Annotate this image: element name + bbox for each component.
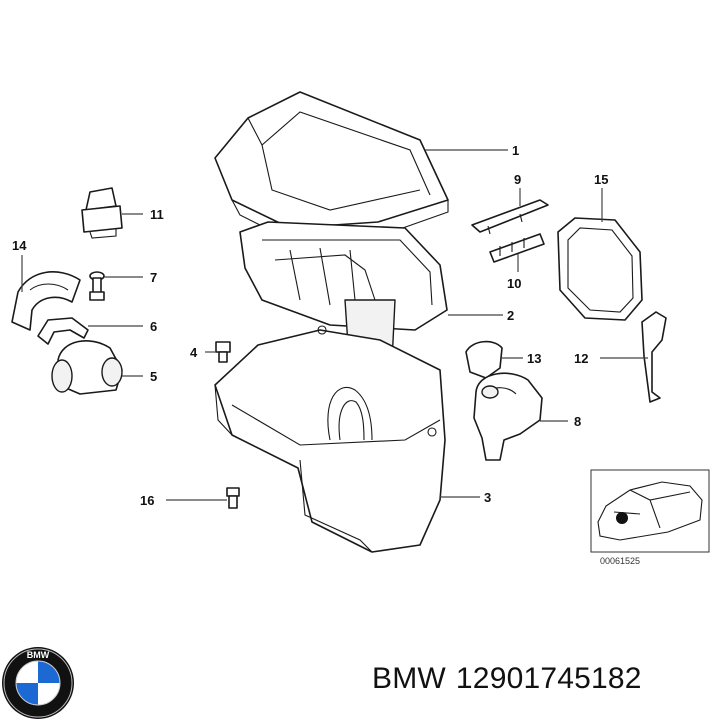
- part-15-gasket: [557, 217, 643, 321]
- part-8-resonator: [473, 372, 543, 461]
- callout-1: 1: [512, 143, 519, 158]
- part-16-bolt: [226, 487, 240, 509]
- callout-7: 7: [150, 270, 157, 285]
- inset-reference-code: 00061525: [600, 556, 640, 566]
- part-13-cap: [465, 340, 503, 379]
- part-7-screw: [89, 271, 105, 301]
- callout-9: 9: [514, 172, 521, 187]
- part-14-hose: [11, 271, 81, 331]
- part-11-sensor: [81, 187, 123, 239]
- part-5-intake-connector: [51, 340, 123, 395]
- callout-5: 5: [150, 369, 157, 384]
- part-9-bracket: [471, 199, 549, 235]
- callout-4: 4: [190, 345, 198, 360]
- callout-15: 15: [594, 172, 608, 187]
- car-location-inset: 00061525: [590, 469, 710, 566]
- callout-14: 14: [12, 238, 27, 253]
- callout-12: 12: [574, 351, 588, 366]
- brand-name: BMW: [372, 662, 446, 695]
- callout-10: 10: [507, 276, 521, 291]
- part-12-bracket: [641, 311, 667, 403]
- callout-13: 13: [527, 351, 541, 366]
- bmw-logo: BMW: [2, 647, 74, 719]
- callout-2: 2: [507, 308, 514, 323]
- part-3-lower-housing: [214, 325, 446, 553]
- callout-8: 8: [574, 414, 581, 429]
- callout-numbers: 1 2 3 4 5 6 7 8 9 10 11 12 13 14 15 16: [12, 143, 608, 508]
- bmw-logo-letters: BMW: [27, 650, 50, 660]
- part-1-cover: [214, 91, 449, 241]
- callout-16: 16: [140, 493, 154, 508]
- leader-lines: [21, 149, 648, 501]
- callout-6: 6: [150, 319, 157, 334]
- callout-3: 3: [484, 490, 491, 505]
- part-caption: BMW 12901745182: [372, 662, 652, 696]
- part-10-clip: [489, 233, 545, 263]
- part-6-clamp: [37, 317, 89, 345]
- part-number: 12901745182: [455, 662, 642, 695]
- part-4-bolt: [215, 341, 231, 363]
- callout-11: 11: [150, 207, 164, 222]
